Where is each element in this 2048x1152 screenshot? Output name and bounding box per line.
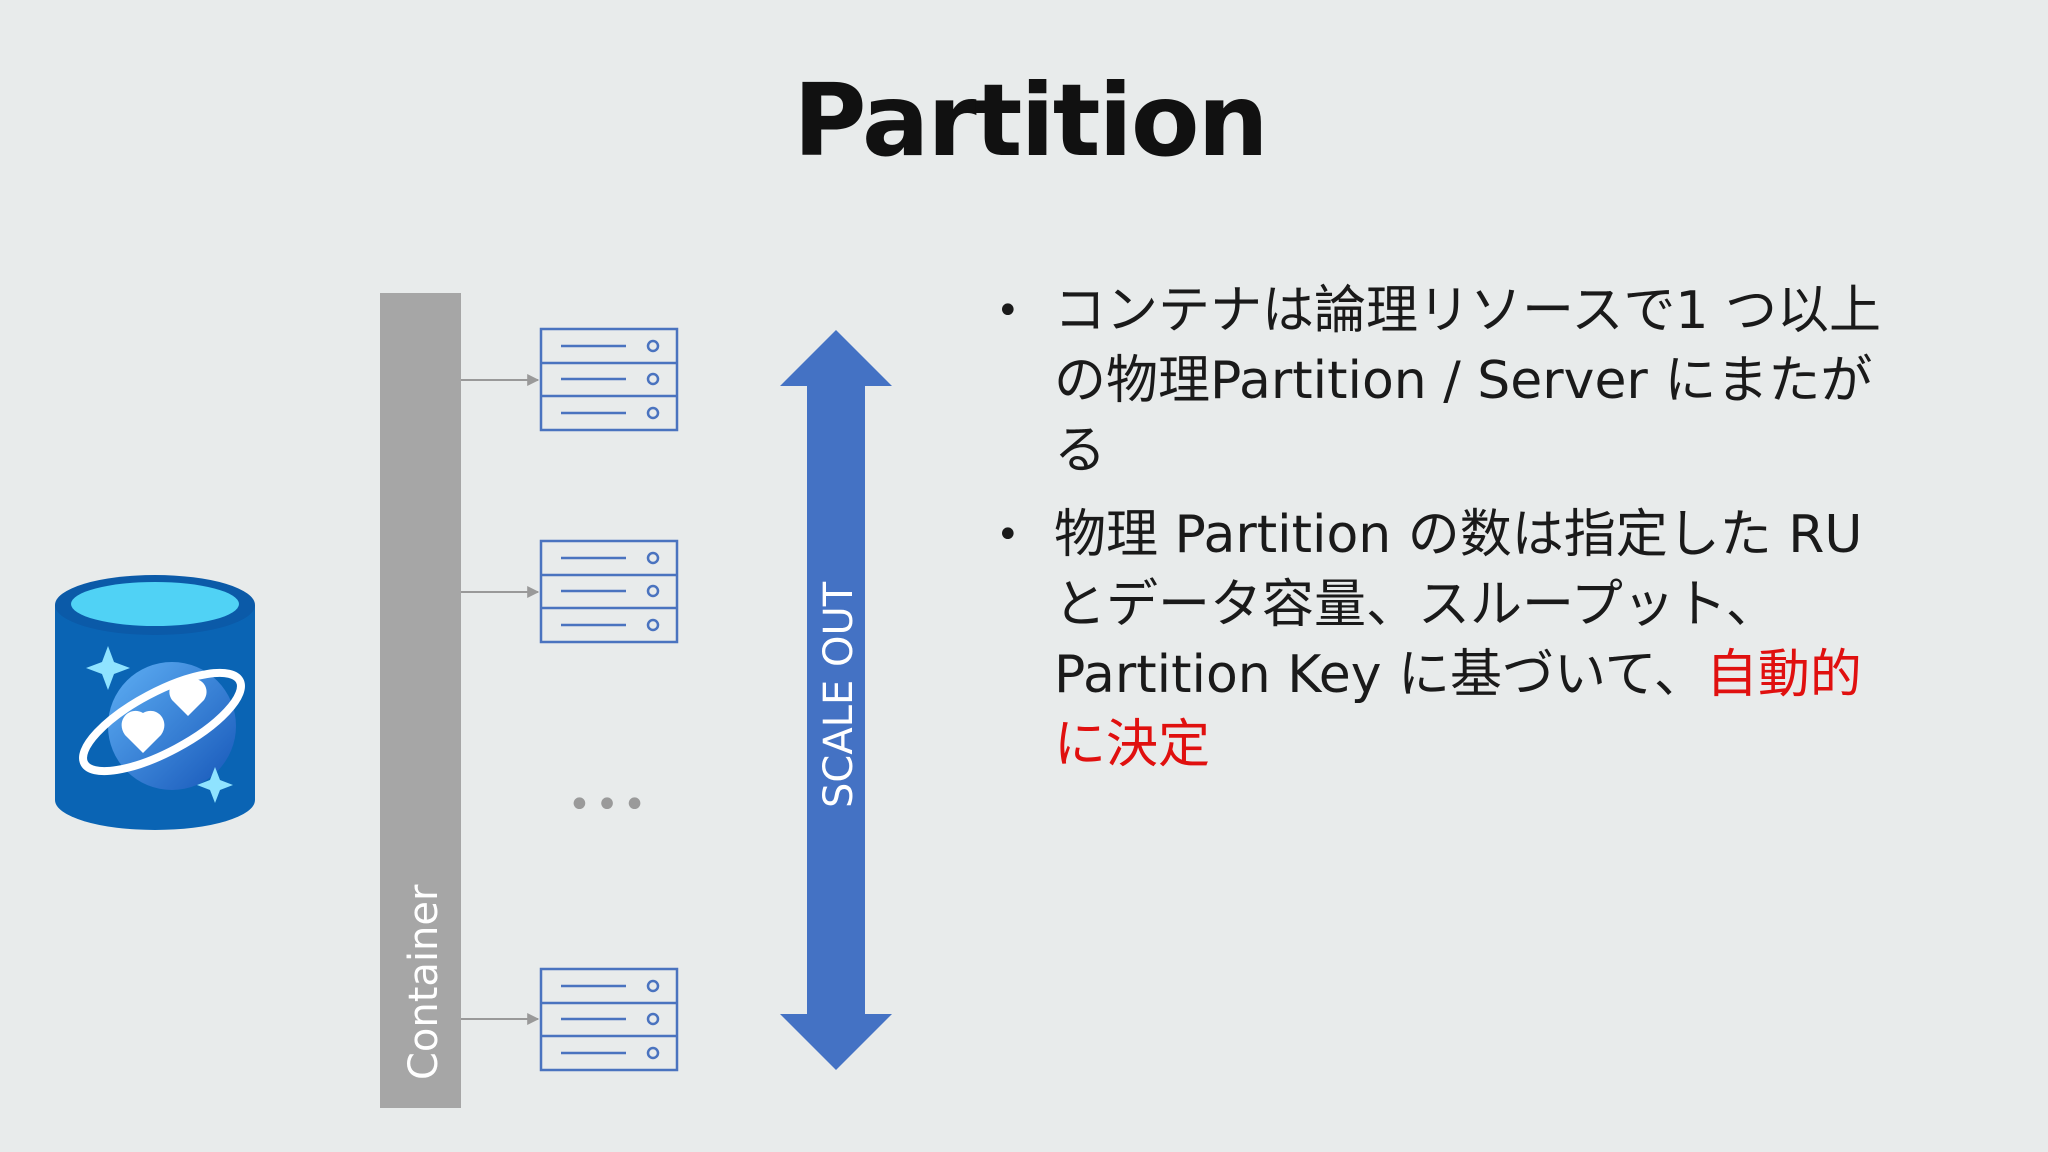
- bullet-dot: •: [996, 288, 1020, 334]
- ellipsis: •••: [568, 782, 651, 828]
- server-icon: [539, 327, 679, 432]
- cosmos-db-icon: [55, 575, 255, 830]
- bullet-text: 物理 Partition の数は指定した RU とデータ容量、スループット、Pa…: [1054, 505, 1863, 705]
- bullet-item: • コンテナは論理リソースで1 つ以上の物理Partition / Server…: [990, 276, 1890, 486]
- slide-title: Partition: [793, 62, 1268, 179]
- scale-out-arrow: [780, 330, 892, 1070]
- highlighted-text: 自動的に決定: [1054, 645, 1862, 775]
- bullet-list: • コンテナは論理リソースで1 つ以上の物理Partition / Server…: [990, 276, 1890, 794]
- server-icon: [539, 539, 679, 644]
- bullet-text: コンテナは論理リソースで1 つ以上の物理Partition / Server に…: [1054, 281, 1882, 481]
- bullet-item: • 物理 Partition の数は指定した RU とデータ容量、スループット、…: [990, 500, 1890, 780]
- container-label: Container: [401, 884, 447, 1080]
- scale-out-label: SCALE OUT: [816, 581, 862, 808]
- bullet-dot: •: [996, 512, 1020, 558]
- container-bar: [380, 293, 461, 1108]
- server-icon: [539, 967, 679, 1072]
